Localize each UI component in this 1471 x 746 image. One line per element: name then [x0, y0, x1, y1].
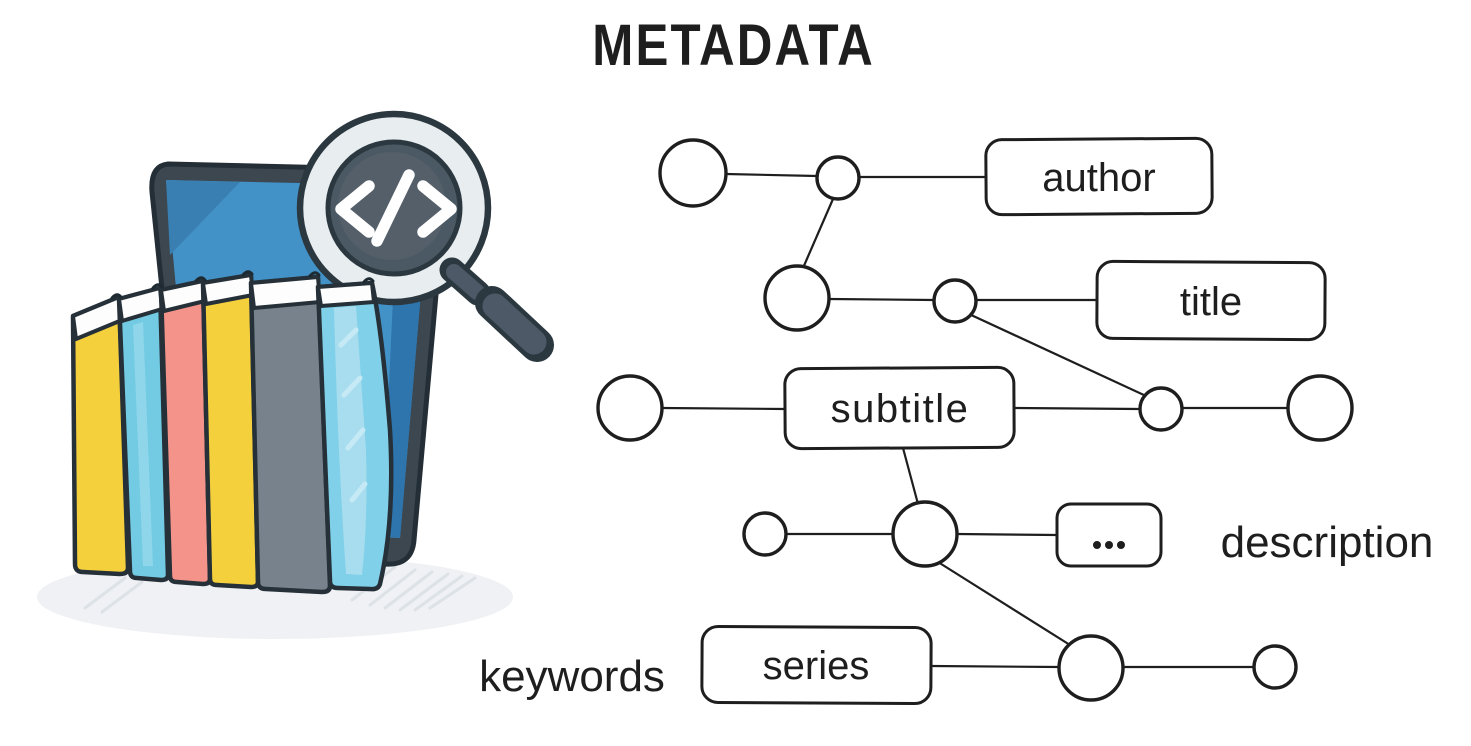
svg-text:title: title — [1180, 280, 1242, 324]
svg-text:keywords: keywords — [479, 652, 665, 701]
svg-text:series: series — [763, 644, 870, 688]
svg-text:subtitle: subtitle — [831, 387, 970, 431]
svg-text:METADATA: METADATA — [592, 13, 875, 78]
svg-text:author: author — [1042, 156, 1155, 200]
svg-text:description: description — [1221, 518, 1434, 567]
